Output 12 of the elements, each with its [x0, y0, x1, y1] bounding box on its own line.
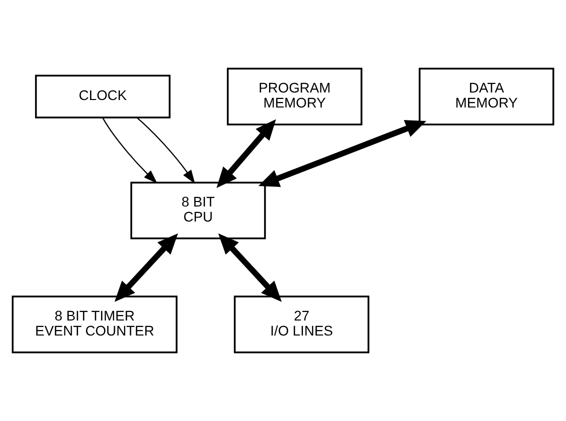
- arrow: [216, 119, 276, 188]
- node-box: DATA MEMORY: [418, 68, 554, 126]
- arrow: [218, 233, 282, 302]
- arrow: [114, 233, 178, 302]
- node-box: 27 I/O LINES: [234, 296, 370, 354]
- node-box: 8 BIT TIMER EVENT COUNTER: [12, 296, 178, 354]
- arrow: [258, 120, 426, 187]
- arrow: [136, 117, 196, 184]
- node-box: 8 BIT CPU: [130, 182, 266, 240]
- node-box: PROGRAM MEMORY: [226, 68, 362, 126]
- arrow: [102, 117, 158, 184]
- node-box: CLOCK: [35, 74, 170, 118]
